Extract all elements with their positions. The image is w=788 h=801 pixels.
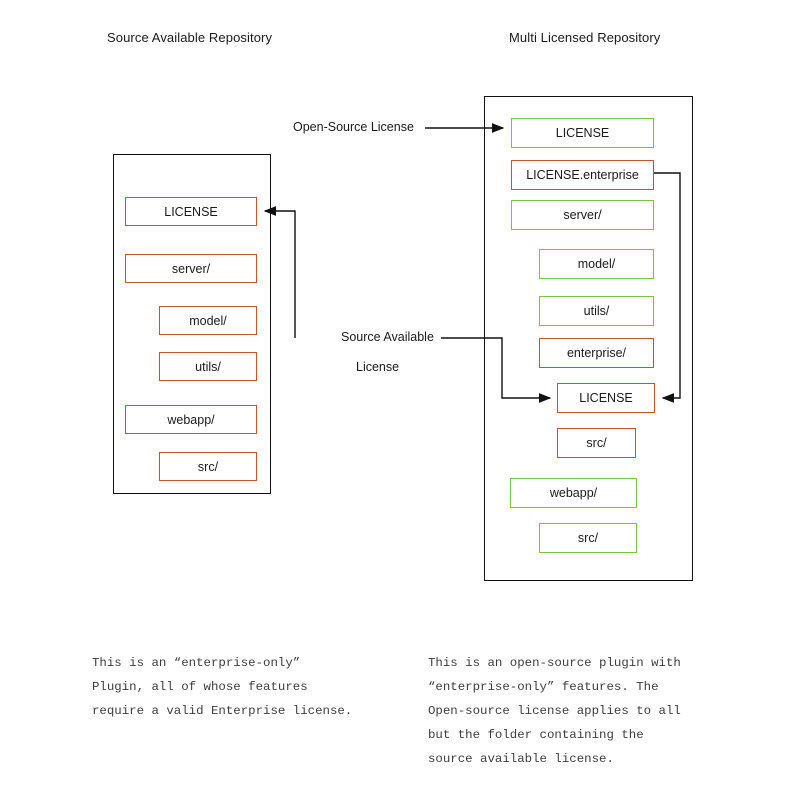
node-label: LICENSE — [164, 204, 218, 219]
node-label: model/ — [577, 257, 616, 271]
left-panel-title: Source Available Repository — [107, 30, 273, 45]
node-label: webapp/ — [167, 412, 215, 427]
node-label: webapp/ — [549, 486, 598, 500]
node-label: LICENSE — [579, 391, 633, 405]
node-label: src/ — [197, 459, 219, 474]
right-node-license[interactable]: LICENSE — [511, 118, 654, 148]
left-caption: This is an “enterprise-only” Plugin, all… — [92, 656, 353, 718]
node-label: utils/ — [195, 359, 221, 374]
node-label: server/ — [563, 208, 602, 222]
left-node-webapp[interactable]: webapp/ — [125, 405, 257, 434]
left-node-utils[interactable]: utils/ — [159, 352, 257, 381]
right-node-server[interactable]: server/ — [511, 200, 654, 230]
right-node-enterprise-src[interactable]: src/ — [557, 428, 636, 458]
node-label: model/ — [189, 313, 227, 328]
right-node-license-enterprise[interactable]: LICENSE.enterprise — [511, 160, 654, 190]
right-node-model[interactable]: model/ — [539, 249, 654, 279]
node-label: LICENSE.enterprise — [526, 168, 639, 182]
right-node-enterprise-license[interactable]: LICENSE — [557, 383, 655, 413]
node-label: enterprise/ — [566, 346, 627, 360]
left-node-license[interactable]: LICENSE — [125, 197, 257, 226]
node-label: server/ — [171, 261, 211, 276]
right-node-enterprise[interactable]: enterprise/ — [539, 338, 654, 368]
left-node-model[interactable]: model/ — [159, 306, 257, 335]
right-node-webapp-src[interactable]: src/ — [539, 523, 637, 553]
left-node-src[interactable]: src/ — [159, 452, 257, 481]
node-label: src/ — [586, 436, 607, 450]
edge-label-source-available-line1: Source Available — [341, 330, 434, 344]
node-label: utils/ — [583, 304, 610, 318]
left-node-server[interactable]: server/ — [125, 254, 257, 283]
right-caption: This is an open-source plugin with “ente… — [428, 656, 681, 766]
edge-label-source-available-line2: License — [356, 360, 400, 374]
right-node-utils[interactable]: utils/ — [539, 296, 654, 326]
right-panel-title: Multi Licensed Repository — [509, 30, 661, 45]
right-node-webapp[interactable]: webapp/ — [510, 478, 637, 508]
edge-label-open-source-license: Open-Source License — [293, 120, 414, 134]
node-label: src/ — [577, 531, 599, 545]
node-label: LICENSE — [555, 126, 610, 140]
